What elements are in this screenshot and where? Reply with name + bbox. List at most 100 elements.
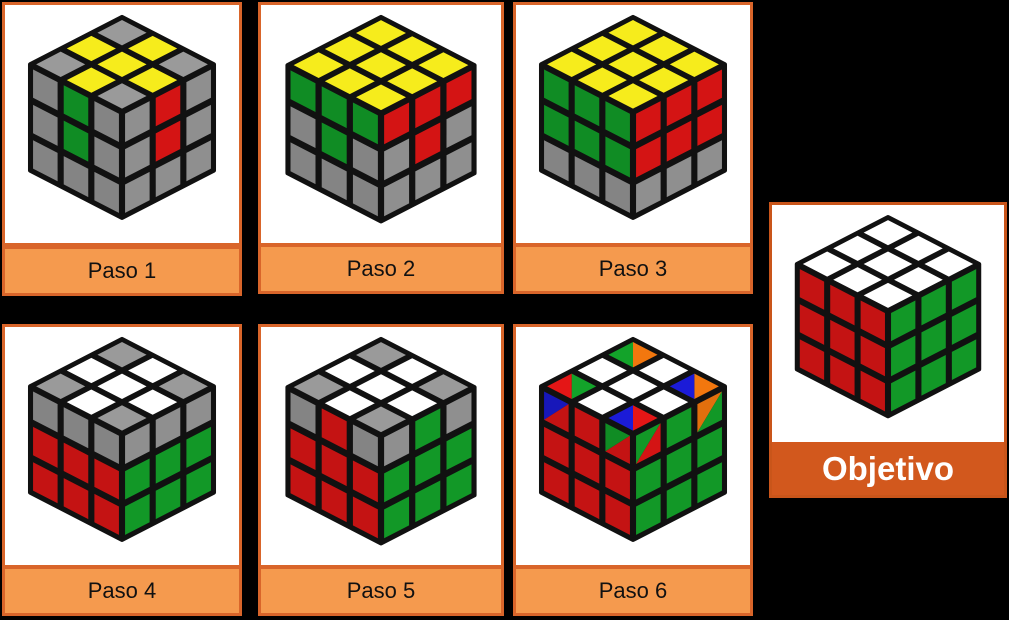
left-sticker-1 (697, 69, 722, 111)
right-sticker-2 (574, 85, 600, 127)
left-sticker-7 (446, 464, 472, 507)
left-sticker-3 (891, 300, 916, 342)
left-sticker-8 (415, 480, 441, 523)
step-5-label: Paso 5 (258, 566, 504, 616)
left-sticker-9 (125, 171, 150, 213)
right-sticker-2 (321, 86, 347, 129)
top-sticker-6 (387, 390, 438, 417)
left-sticker-6 (384, 138, 410, 181)
top-sticker-8 (577, 67, 627, 93)
right-sticker-1 (352, 102, 378, 145)
right-sticker-2 (574, 407, 600, 449)
right-sticker-4 (352, 460, 378, 503)
left-sticker-9 (125, 493, 150, 535)
left-sticker-7 (697, 462, 722, 504)
right-sticker-3-b (544, 404, 569, 433)
left-sticker-1 (186, 69, 211, 111)
top-sticker-7 (36, 51, 86, 77)
right-sticker-7 (605, 171, 630, 213)
top-sticker-8 (324, 68, 375, 95)
left-sticker-3 (125, 423, 150, 465)
step-5-cube-image (285, 336, 477, 546)
right-sticker-5 (321, 122, 347, 165)
right-sticker-7 (352, 174, 378, 217)
step-4-cube-image (27, 336, 217, 543)
step-6-cube-image (538, 336, 728, 543)
right-sticker-5 (63, 120, 89, 162)
right-sticker-6 (33, 426, 58, 468)
left-sticker-6 (125, 136, 150, 178)
step-5-card (258, 324, 504, 568)
left-sticker-5 (666, 442, 692, 484)
left-sticker-3 (384, 102, 410, 145)
right-sticker-8 (830, 355, 855, 396)
left-sticker-4 (446, 106, 472, 149)
left-sticker-4 (951, 304, 977, 345)
right-sticker-3-a (544, 391, 569, 420)
left-sticker-5 (155, 120, 181, 162)
top-sticker-2 (639, 35, 689, 62)
right-sticker-6 (799, 304, 825, 345)
right-sticker-8 (63, 478, 89, 520)
right-sticker-2 (63, 407, 89, 449)
top-sticker-1 (608, 20, 658, 46)
right-sticker-9 (290, 142, 316, 185)
top-sticker-1-b (608, 342, 633, 368)
right-sticker-7 (605, 493, 630, 535)
left-sticker-6 (636, 136, 661, 178)
top-sticker-6 (639, 389, 689, 415)
right-sticker-3 (290, 70, 316, 113)
right-sticker-8 (574, 478, 600, 520)
right-sticker-3 (799, 269, 825, 310)
top-sticker-2 (128, 35, 178, 62)
left-sticker-3-a (636, 423, 661, 465)
top-sticker-4 (577, 357, 627, 384)
right-sticker-4 (860, 335, 885, 377)
step-6-label: Paso 6 (513, 566, 753, 616)
right-sticker-2 (321, 408, 347, 451)
right-sticker-1 (94, 423, 119, 465)
top-sticker-7 (293, 52, 344, 79)
left-sticker-9 (636, 493, 661, 535)
left-sticker-4 (446, 428, 472, 471)
left-sticker-6 (125, 458, 150, 500)
right-sticker-1 (352, 424, 378, 467)
right-sticker-9 (33, 462, 58, 504)
top-sticker-7-b (547, 373, 572, 399)
top-sticker-5 (356, 374, 406, 401)
goal-cube-image (794, 215, 982, 419)
right-sticker-5 (830, 319, 855, 361)
left-sticker-3 (636, 101, 661, 143)
top-sticker-6 (128, 67, 178, 93)
step-4-label: Paso 4 (2, 566, 242, 616)
step-2-label: Paso 2 (258, 244, 504, 294)
left-sticker-1 (446, 70, 472, 113)
right-sticker-4 (605, 458, 630, 500)
top-sticker-3 (418, 52, 469, 79)
left-sticker-1-b (697, 391, 722, 433)
right-sticker-1-a (605, 423, 630, 452)
top-sticker-8 (324, 390, 375, 417)
left-sticker-5 (155, 442, 181, 484)
right-sticker-4 (94, 458, 119, 500)
left-sticker-3 (384, 424, 410, 467)
right-sticker-3 (33, 391, 58, 433)
top-sticker-9-b (608, 405, 633, 431)
top-sticker-3 (418, 374, 469, 401)
top-sticker-5 (356, 52, 406, 79)
right-sticker-7 (94, 171, 119, 213)
left-sticker-2 (155, 85, 181, 127)
right-sticker-1 (860, 300, 885, 342)
left-sticker-9 (891, 370, 916, 412)
left-sticker-3-b (636, 423, 661, 465)
top-sticker-9 (356, 406, 406, 433)
left-sticker-7 (186, 462, 211, 504)
top-sticker-4 (324, 358, 375, 384)
step-2-card (258, 2, 504, 246)
top-sticker-4 (833, 235, 882, 261)
top-sticker-1 (356, 342, 406, 368)
right-sticker-9 (290, 464, 316, 507)
right-sticker-5 (574, 120, 600, 162)
top-sticker-8 (66, 67, 116, 93)
top-sticker-7 (547, 51, 597, 77)
